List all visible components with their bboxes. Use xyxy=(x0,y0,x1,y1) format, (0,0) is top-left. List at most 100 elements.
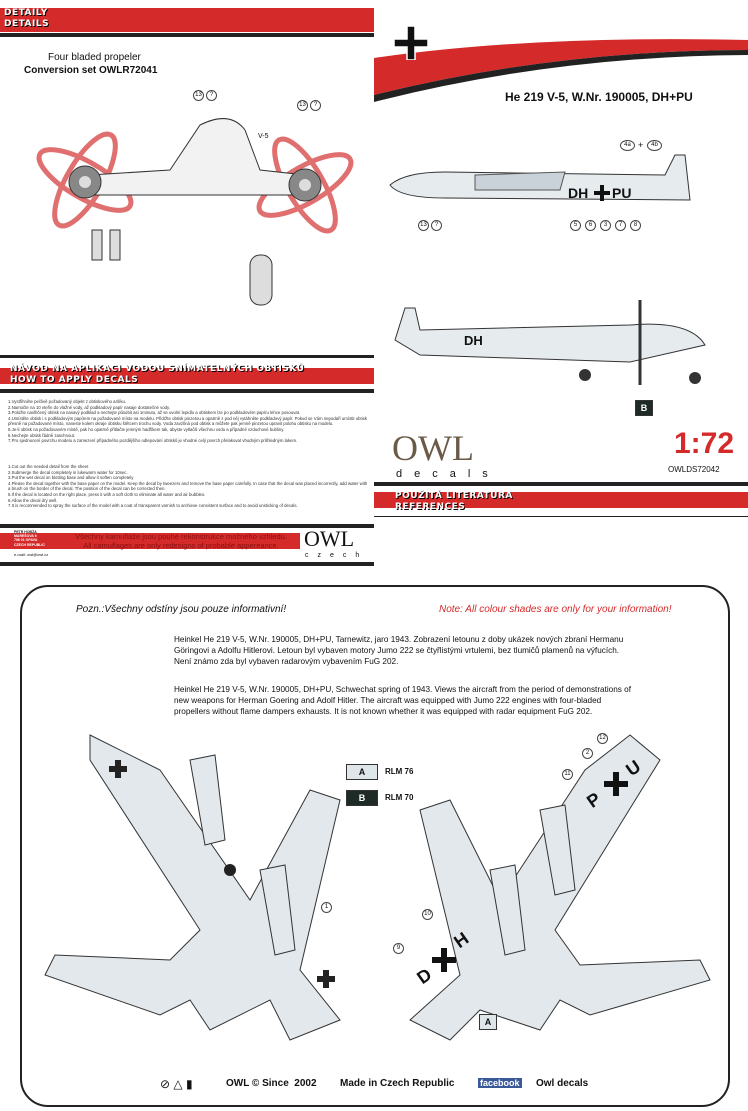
scale: 1:72 xyxy=(674,427,735,460)
instructions-header: NÁVOD NA APLIKACI VODOU SNÍMATELNÝCH OBT… xyxy=(10,364,304,386)
callout: ? xyxy=(431,220,442,231)
callout: 13 xyxy=(418,220,429,231)
owl-logo-sub: decals xyxy=(396,468,500,480)
facebook-name: Owl decals xyxy=(536,1078,589,1089)
header-cz: NÁVOD NA APLIKACI VODOU SNÍMATELNÝCH OBT… xyxy=(10,364,305,374)
color-name: RLM 76 xyxy=(385,767,414,776)
color-swatch-b: B xyxy=(346,790,378,806)
callout: 13 xyxy=(193,90,204,101)
step: 3.Položte navlhčený obtisk na nasavý pod… xyxy=(8,410,301,416)
callout: ? xyxy=(206,90,217,101)
divider xyxy=(0,355,374,358)
owl-since: OWL © Since 2002 xyxy=(226,1078,317,1089)
header-en: HOW TO APPLY DECALS xyxy=(10,375,139,385)
step: 2.Namočte na 10 vteřin do vlažné vody, a… xyxy=(8,404,171,410)
recycle-icons: ⊘ △ ▮ xyxy=(160,1077,193,1091)
step: 1.Vystřihněte pečlivě požadovaný objekt … xyxy=(8,399,127,404)
header-en: REFERENCES xyxy=(395,502,466,512)
front-view-drawing xyxy=(36,118,354,306)
step: 3.Put the wet decal on blotting base and… xyxy=(8,475,134,481)
disclaimer: Všechny kamufláže jsou pouhé rekonstrukc… xyxy=(62,532,300,550)
divider xyxy=(0,33,374,37)
details-band xyxy=(0,8,374,32)
divider xyxy=(0,562,374,566)
divider xyxy=(374,516,748,517)
address-line: MAREŠOVA 6 xyxy=(14,534,37,539)
balkenkreuz-icon xyxy=(432,948,456,972)
divider xyxy=(0,524,374,528)
step: 5.Je-li obtisk na požadovaném místě, pak… xyxy=(8,426,285,432)
description-en: Heinkel He 219 V-5, W.Nr. 190005, DH+PU,… xyxy=(174,685,631,716)
step: 1.Cut out the needed detail from the she… xyxy=(8,464,89,469)
address-line: CZECH REPUBLIC xyxy=(14,542,45,547)
step: 2.Submerge the decal completely in lukew… xyxy=(8,469,128,475)
product-code: OWLDS72042 xyxy=(668,465,720,474)
callout: 12 xyxy=(597,733,608,744)
callout: 1 xyxy=(321,902,332,913)
callout: 4a xyxy=(620,140,635,151)
note-cz: Pozn.:Všechny odstíny jsou pouze informa… xyxy=(76,604,287,615)
marker-a: A xyxy=(479,1014,497,1030)
no-burn-icon: ⊘ xyxy=(160,1077,171,1091)
callout: 10 xyxy=(422,909,433,920)
callout: 7 xyxy=(615,220,626,231)
callout: 6 xyxy=(585,220,596,231)
callout: 2 xyxy=(582,748,593,759)
description-cz: Heinkel He 219 V-5, W.Nr. 190005, DH+PU,… xyxy=(174,635,624,666)
facebook-link[interactable]: facebook xyxy=(478,1078,522,1088)
callout: 11 xyxy=(562,769,573,780)
color-name: RLM 70 xyxy=(385,793,414,802)
bottom-view-drawing xyxy=(409,734,711,1041)
owl-logo: OWL xyxy=(392,428,474,468)
header-cz: DETAILY xyxy=(4,8,48,18)
side-profile-drawing xyxy=(389,154,691,201)
note-en: Note: All colour shades are only for you… xyxy=(439,604,672,615)
step: 5.If the decal is located on the right p… xyxy=(8,491,206,497)
owl-czech-sub: czech xyxy=(305,552,369,559)
recycle-icon: △ xyxy=(173,1077,183,1091)
code-right: PU xyxy=(612,185,632,201)
code-left: DH xyxy=(568,185,589,201)
scheme-frame xyxy=(20,585,730,1107)
callout: 3 xyxy=(600,220,611,231)
step: 6.Nechejte obtisk řádně zaschnout. xyxy=(8,432,76,438)
instructions-en: 1.Cut out the needed detail from the she… xyxy=(8,464,370,509)
plus: + xyxy=(638,140,644,150)
trash-bin-icon: ▮ xyxy=(185,1077,193,1091)
instructions-band xyxy=(0,368,374,384)
aircraft-title: He 219 V-5, W.Nr. 190005, DH+PU xyxy=(505,90,693,104)
step: 7.It is recommended to spray the surface… xyxy=(8,503,298,509)
callout: 8 xyxy=(630,220,641,231)
callout: 4b xyxy=(647,140,662,151)
step: 4.Please the decal together with the bas… xyxy=(8,480,368,492)
address-line: 796 01 OPAVA xyxy=(14,538,38,543)
marker-b: B xyxy=(635,400,653,416)
header-en: DETAILS xyxy=(4,19,50,29)
divider xyxy=(374,482,748,486)
header-cz: POUŽITÁ LITERATURA xyxy=(395,491,513,501)
balkenkreuz-icon xyxy=(594,185,610,201)
v5-label: V-5 xyxy=(258,133,269,140)
step: 4.Umístěte obtisk i s podkladovým papíre… xyxy=(8,415,367,427)
footer-band xyxy=(0,533,300,549)
callout: 13 xyxy=(297,100,308,111)
email: e-mail: owl@owl.cz xyxy=(14,552,49,557)
callout: 5 xyxy=(570,220,581,231)
disclaimer-cz: Všechny kamufláže jsou pouhé rekonstrukc… xyxy=(75,532,287,541)
references-band xyxy=(374,492,748,508)
disclaimer-en: All camuflages are only redesigns of pro… xyxy=(83,540,279,550)
balkenkreuz-icon xyxy=(604,772,628,796)
header-swoosh xyxy=(374,39,748,102)
color-swatch-a: A xyxy=(346,764,378,780)
conversion-set: Conversion set OWLR72041 xyxy=(24,65,158,76)
owl-czech-logo: OWL xyxy=(304,526,355,551)
side-profile-2-drawing xyxy=(394,300,706,385)
code-left: DH xyxy=(464,333,483,348)
address-line: PETR HOBŽA xyxy=(14,530,37,534)
iron-cross-icon xyxy=(394,26,428,60)
instructions-cz: 1.Vystřihněte pečlivě požadovaný objekt … xyxy=(8,399,370,444)
callout: 9 xyxy=(393,943,404,954)
